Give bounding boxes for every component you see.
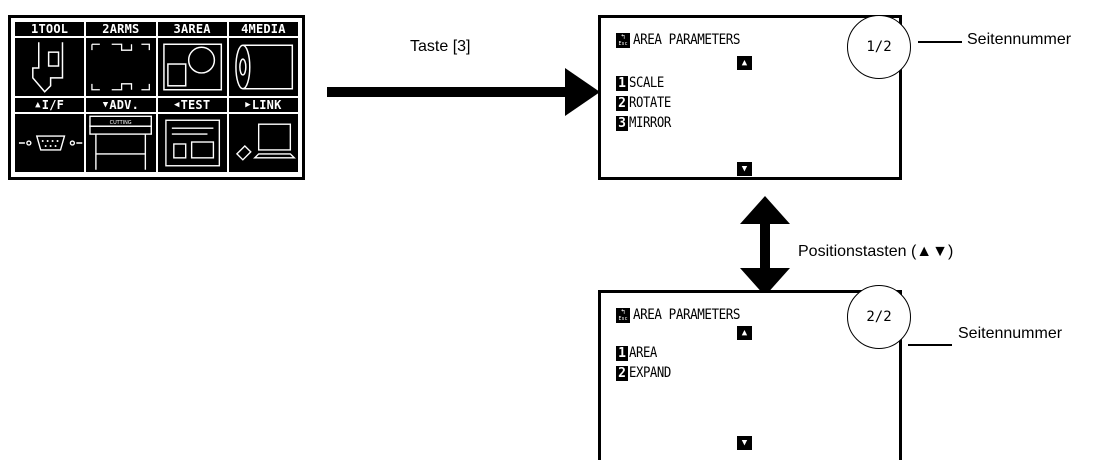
left-arrow-icon: ◀ [173,100,180,110]
tab-advanced[interactable]: ▼ADV. [86,98,156,112]
page-number-indicator: 2/2 [847,285,911,349]
link-computer-icon[interactable] [228,114,298,172]
key-3-label: Taste [3] [410,38,471,55]
arms-icon[interactable] [86,38,156,96]
area-icon[interactable] [157,38,227,96]
item-label: MIRROR [629,115,671,131]
right-arrow-icon: ▶ [245,100,251,110]
tab-label: AREA [180,22,211,36]
item-label: EXPAND [629,365,671,381]
vertical-double-arrow [740,196,790,296]
screen-title: AREA PARAMETERS [633,307,741,323]
test-pattern-icon[interactable] [157,114,227,172]
tab-number: 1 [31,22,39,36]
tab-link[interactable]: ▶LINK [228,98,298,112]
tab-label: TOOL [38,22,69,36]
media-icon[interactable] [228,38,298,96]
up-arrow-icon: ▲ [35,100,41,110]
page-down-icon[interactable]: ▼ [737,162,752,176]
page-up-icon[interactable]: ▲ [737,56,752,70]
tab-label: ARMS [109,22,140,36]
page-number-indicator: 1/2 [847,15,911,79]
tab-label: LINK [251,98,282,112]
tool-icon[interactable] [15,38,85,96]
item-label: AREA [629,345,657,361]
page-number-callout-label: Seitennummer [967,31,1072,48]
esc-text: Esc [618,315,628,322]
page-down-icon[interactable]: ▼ [737,436,752,450]
item-number: 2 [616,95,628,111]
tab-label: I/F [41,98,65,112]
esc-icon[interactable]: ↰Esc [616,307,630,323]
down-arrow-icon: ▼ [102,100,109,110]
cutting-label: CUTTING [110,120,132,126]
esc-icon[interactable]: ↰Esc [616,32,630,48]
callout-line [918,41,962,43]
callout-line [908,344,952,346]
tab-number: 3 [173,22,181,36]
item-label: ROTATE [629,95,671,111]
item-number: 1 [616,345,628,361]
position-keys-label: Positionstasten (▲▼) [798,243,954,260]
tab-number: 2 [102,22,110,36]
item-number: 1 [616,75,628,91]
interface-connector-icon[interactable] [15,114,85,172]
screen-title: AREA PARAMETERS [633,32,741,48]
item-number: 3 [616,115,628,131]
item-number: 2 [616,365,628,381]
tab-number: 4 [241,22,249,36]
plotter-icon[interactable]: CUTTING [86,114,156,172]
tab-test[interactable]: ◀TEST [157,98,227,112]
page-number-callout-label: Seitennummer [958,325,1063,342]
tab-interface[interactable]: ▲I/F [15,98,85,112]
horizontal-arrow [327,68,600,116]
tab-label: ADV. [109,98,140,112]
tab-label: TEST [180,98,211,112]
tab-label: MEDIA [248,22,286,36]
item-label: SCALE [629,75,664,91]
esc-text: Esc [618,40,628,47]
page-up-icon[interactable]: ▲ [737,326,752,340]
